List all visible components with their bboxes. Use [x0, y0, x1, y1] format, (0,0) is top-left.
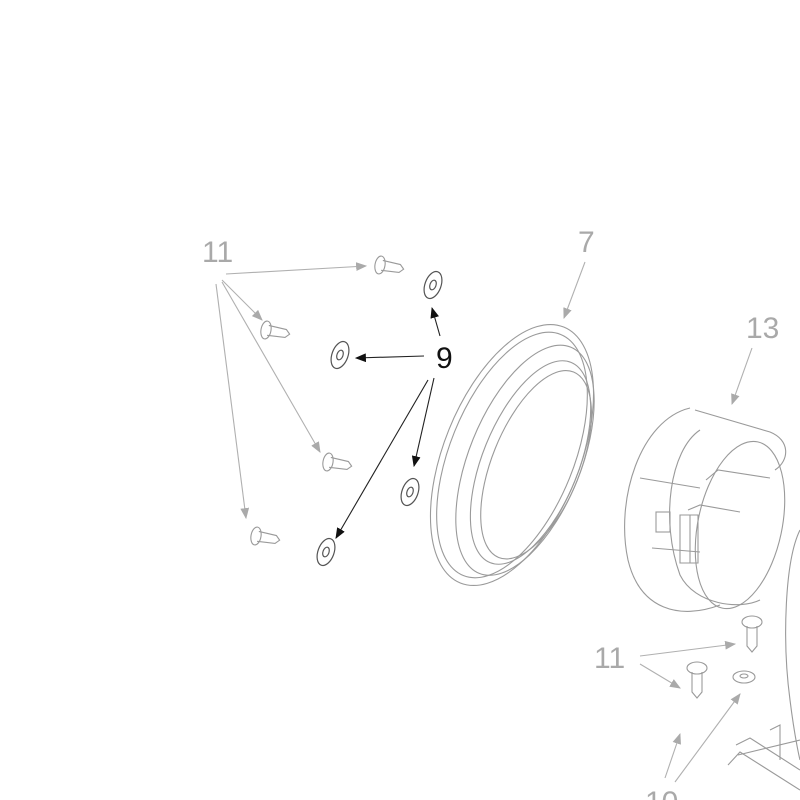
- callout-7: 7: [578, 226, 595, 259]
- callout-10: 10: [645, 786, 678, 800]
- washer-icon: [316, 270, 443, 567]
- housing-part-13: [624, 407, 787, 612]
- callout-9: 9: [436, 342, 453, 375]
- leader-7: [563, 261, 586, 320]
- base-part: [727, 529, 800, 791]
- ring-part-7: [429, 323, 595, 587]
- leader-11-bottom-b: [639, 663, 681, 689]
- leader-11-bottom-a: [639, 640, 737, 657]
- screw-icon: [250, 255, 405, 546]
- leader-10-b: [674, 693, 741, 783]
- leaders-9: [335, 306, 441, 539]
- leader-10-a: [664, 732, 681, 779]
- washer-icon: [732, 670, 756, 684]
- screw-icon: [686, 615, 763, 699]
- leaders-11-top: [215, 262, 368, 520]
- callout-13: 13: [746, 312, 779, 345]
- leader-13: [731, 347, 753, 406]
- callout-11-bottom: 11: [594, 642, 625, 675]
- callout-11-top: 11: [202, 236, 233, 269]
